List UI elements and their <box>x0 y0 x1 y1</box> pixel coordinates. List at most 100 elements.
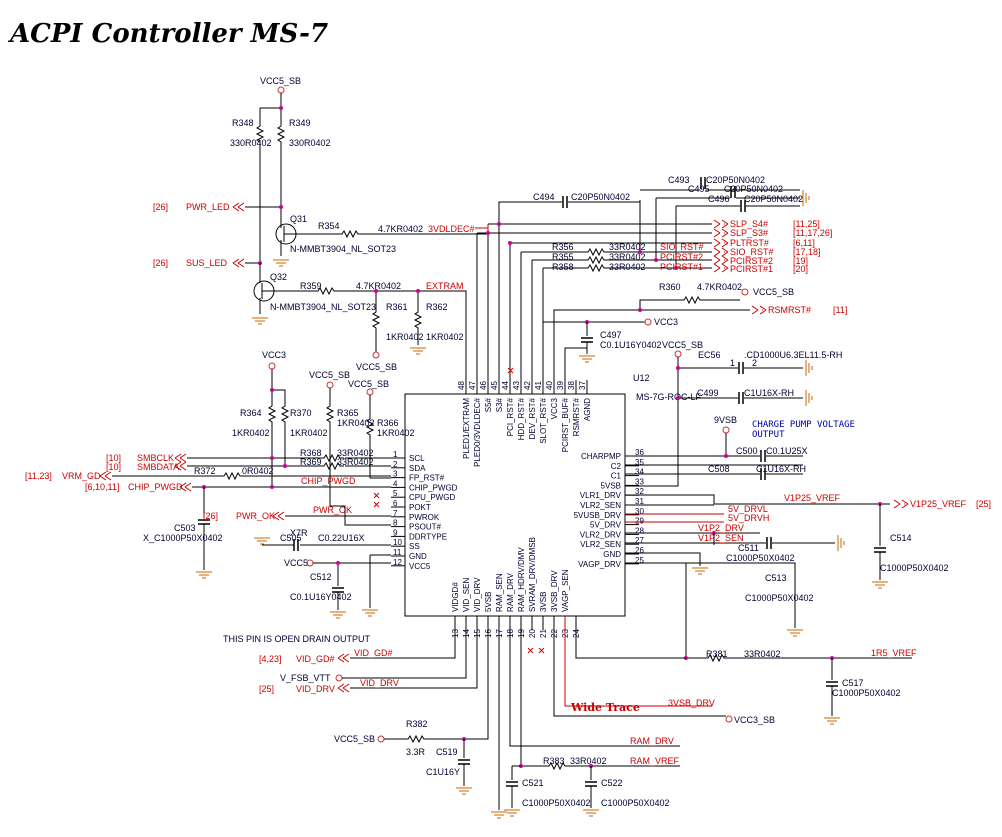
c495-ref: C495 <box>688 184 710 194</box>
pin-name: VLR2_DRV <box>580 530 622 539</box>
q31-part: N-MMBT3904_NL_SOT23 <box>290 244 396 254</box>
pin-name: VLR2_SEN <box>580 501 621 510</box>
pin-name: SCL <box>409 454 425 463</box>
c496-value: C20P50N0402 <box>744 194 803 204</box>
pin-name: VAGP_DRV <box>578 560 621 569</box>
c500-ref: C500 <box>736 446 758 456</box>
r349-ref: R349 <box>289 118 311 128</box>
pin-name: 5VSB <box>484 592 493 612</box>
pin-number: 36 <box>635 448 644 457</box>
c519-value: C1U16Y <box>426 767 460 777</box>
r383-value: 33R0402 <box>570 756 607 766</box>
pin-name: SS <box>409 542 420 551</box>
pin-name: VID_DRV <box>473 577 482 612</box>
pwr-led-label: PWR_LED <box>186 202 230 212</box>
net-ram-vref: RAM_VREF <box>630 756 680 766</box>
c500-value: C0.1U25X <box>766 446 808 456</box>
chip-pwgd-ref: [6,10,11] <box>85 482 119 492</box>
r359-value: 4.7KR0402 <box>356 281 401 291</box>
pin-name: DDRTYPE <box>409 532 447 541</box>
pin-number: 32 <box>635 487 644 496</box>
c521-value: C1000P50X0402 <box>522 798 591 808</box>
net-ram-drv: RAM_DRV <box>630 736 674 746</box>
pin-number: 35 <box>635 458 644 467</box>
q32-ref: Q32 <box>270 272 287 282</box>
vid-gd-ref: [4,23] <box>259 654 282 664</box>
c519-ref: C519 <box>436 747 458 757</box>
ec56-pin2: 2 <box>752 358 757 368</box>
pin-name: C2 <box>611 462 622 471</box>
vcc5sb-ec56-label: VCC5_SB <box>662 340 703 350</box>
pin-name: VCC3 <box>550 397 559 419</box>
pltrst-label: PLTRST# <box>730 238 769 248</box>
c522-ref: C522 <box>601 778 623 788</box>
c513-ref: C513 <box>765 573 787 583</box>
pin-name: VID_SEN <box>462 578 471 612</box>
c511-ref: C511 <box>738 543 759 553</box>
vcc3sb-label: VCC3_SB <box>734 715 775 725</box>
pin-number: 4 <box>393 479 398 488</box>
net-3vsb-drv: 3VSB_DRV <box>668 698 715 708</box>
r354-value: 4.7KR0402 <box>378 224 423 234</box>
r359-ref: R359 <box>300 281 322 291</box>
pin-name: 5VUSB_DRV <box>574 511 622 520</box>
c517-ref: C517 <box>842 678 864 688</box>
wide-trace-label: Wide Trace <box>570 701 640 714</box>
r372-ref: R372 <box>194 466 216 476</box>
pin-name: PLED0/3VDLDEC# <box>473 397 482 466</box>
c508-ref: C508 <box>708 464 730 474</box>
pin-number: 7 <box>393 509 398 518</box>
vid-drv-net: VID_DRV <box>360 678 399 688</box>
c494-value: C20P50N0402 <box>571 192 630 202</box>
q31-ref: Q31 <box>290 214 307 224</box>
c522-value: C1000P50X0402 <box>601 798 670 808</box>
open-drain-note: THIS PIN IS OPEN DRAIN OUTPUT <box>223 634 371 644</box>
slp-s4-ref: [11,25] <box>793 219 820 229</box>
vcc3-c497-label: VCC3 <box>654 317 678 327</box>
r368-ref: R368 <box>300 448 322 458</box>
vid-drv-label: VID_DRV <box>296 684 335 694</box>
pin-name: RAM_SEN <box>495 573 504 612</box>
r368-value: 33R0402 <box>337 448 374 458</box>
net-3vdldec: 3VDLDEC# <box>428 224 475 234</box>
pin-name: 3VSB_DRV <box>550 570 559 612</box>
net-1r5-vref: 1R5_VREF <box>871 648 917 658</box>
r370-ref: R370 <box>290 408 312 418</box>
rsmrst-label: RSMRST# <box>768 305 811 315</box>
pin-name: PLED1/EXTRAM <box>462 398 471 459</box>
c505-value: C0.22U16X <box>318 533 365 543</box>
pin-name: S3# <box>495 397 504 412</box>
c505-ref: C505 <box>280 533 302 543</box>
slp-s3-label: SLP_S3# <box>730 228 768 238</box>
pcirst2-label: PCIRST#2 <box>730 256 773 266</box>
r362-value: 1KR0402 <box>426 332 464 342</box>
c512-value: C0.1U16Y0402 <box>290 592 352 602</box>
pin-number: 39 <box>556 381 565 390</box>
pin-number: 25 <box>635 556 644 565</box>
pin-name: 5VSB <box>601 481 621 490</box>
pin-name: CPU_PWGD <box>409 493 455 502</box>
pcirst2-ref: [19] <box>793 256 808 266</box>
net-v1p2-sen: V1P2_SEN <box>698 533 744 543</box>
sus-led-ref: [26] <box>153 258 168 268</box>
net-v1p2-drv: V1P2_DRV <box>698 523 744 533</box>
vcc5sb-left1-label: VCC5_SB <box>309 370 350 380</box>
r362-ref: R362 <box>426 302 448 312</box>
pin-name: SDA <box>409 464 426 473</box>
vcc3-left-label: VCC3 <box>262 350 286 360</box>
vid-gd-label: VID_GD# <box>296 654 335 664</box>
chip-pwgd-net: CHIP_PWGD <box>301 476 356 486</box>
pin-number: 48 <box>457 381 466 390</box>
pin-number: 2 <box>393 460 398 469</box>
v1p25-ref: [25] <box>976 499 991 509</box>
r356-ref: R356 <box>552 242 574 252</box>
v1p25-label: V1P25_VREF <box>910 499 967 509</box>
